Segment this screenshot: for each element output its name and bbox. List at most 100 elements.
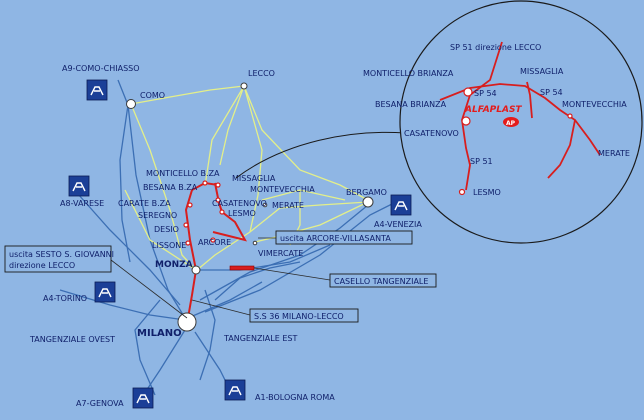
- label-carate: CARATE B.ZA: [118, 199, 171, 208]
- label-bergamo: BERGAMO: [346, 188, 387, 197]
- inset-label-sp54-right: SP 54: [540, 88, 563, 97]
- label-monticello: MONTICELLO B.ZA: [146, 169, 220, 178]
- road-como-monza: [130, 103, 197, 271]
- label-a7: A7-GENOVA: [76, 399, 124, 408]
- city-marker-icon: [240, 82, 248, 90]
- route-ss36-south: [187, 269, 197, 319]
- city-marker-icon: [215, 182, 221, 188]
- highway-shield-icon: [224, 379, 246, 401]
- city-marker-icon: [461, 116, 471, 126]
- callout-casello: [329, 273, 437, 288]
- casello-marker: [229, 265, 255, 271]
- brand-badge: AP: [506, 120, 516, 127]
- road-west-branch: [119, 104, 131, 263]
- inset-label-sp51: SP 51: [470, 157, 493, 166]
- inset-road-sp54-south: [547, 119, 576, 179]
- inset-label-lesmo: LESMO: [473, 188, 501, 197]
- label-desio: DESIO: [154, 225, 179, 234]
- highway-shield-icon: [94, 281, 116, 303]
- highway-network: [59, 79, 401, 401]
- road-bergamo-monza: [196, 201, 369, 271]
- city-marker-icon: [177, 312, 197, 332]
- callout-ss36-text: S.S 36 MILANO-LECCO: [254, 312, 344, 321]
- inset-label-casatenovo: CASATENOVO: [404, 129, 459, 138]
- road-a4-venezia-2: [199, 204, 369, 301]
- inset-road-link: [526, 81, 533, 119]
- road-tangenziale-ovest: [134, 299, 161, 396]
- city-marker-icon: [191, 265, 201, 275]
- callout-arcore-exit: [275, 230, 413, 245]
- label-missaglia: MISSAGLIA: [232, 174, 276, 183]
- label-lecco: LECCO: [248, 69, 275, 78]
- brand-name: ALFAPLAST: [464, 105, 522, 115]
- label-como: COMO: [140, 91, 165, 100]
- road-milano-ne: [187, 281, 263, 319]
- city-marker-icon: [187, 202, 193, 208]
- road-a4-torino: [59, 289, 186, 321]
- city-marker-icon: [126, 99, 136, 109]
- inset-label-besana: BESANA BRIANZA: [375, 100, 447, 109]
- callout-sesto-line1: uscita SESTO S. GIOVANNI: [9, 250, 114, 259]
- label-besana: BESANA B.ZA: [143, 183, 198, 192]
- inset-label-monticello: MONTICELLO BRIANZA: [363, 69, 454, 78]
- highway-shield-icon: [132, 387, 154, 409]
- label-a4-torino: A4-TORINO: [43, 294, 87, 303]
- road-seregno-lecco: [204, 85, 245, 187]
- callout-sesto-line2: direzione LECCO: [9, 261, 75, 270]
- callout-arcore-exit-text: uscita ARCORE-VILLASANTA: [280, 234, 391, 243]
- city-marker-icon: [567, 113, 573, 119]
- callout-ss36: [249, 308, 359, 323]
- highway-shields: [68, 79, 412, 409]
- brand-badge-icon: [503, 117, 519, 127]
- inset-label-missaglia: MISSAGLIA: [520, 67, 564, 76]
- road-lecco-sud: [219, 85, 245, 166]
- provincial-roads: [124, 85, 369, 271]
- inset-label-sp54-left: SP 54: [474, 89, 497, 98]
- road-lecco-sud-2: [243, 85, 263, 233]
- city-marker-icon: [210, 237, 216, 243]
- road-lecco-bergamo: [243, 85, 369, 201]
- road-bergamo-vimercate: [254, 201, 369, 243]
- inset-label-merate: MERATE: [598, 149, 630, 158]
- city-marker-icon: [262, 202, 268, 208]
- road-a4-venezia: [204, 199, 401, 313]
- inset-label-sp51-lecco: SP 51 direzione LECCO: [450, 43, 541, 52]
- road-como-lecco: [130, 85, 245, 105]
- label-arcore: ARCORE: [198, 238, 231, 247]
- label-casatenovo: CASATENOVO: [212, 199, 267, 208]
- callouts: uscita SESTO S. GIOVANNI direzione LECCO…: [4, 230, 437, 323]
- label-a1: A1-BOLOGNA ROMA: [255, 393, 335, 402]
- label-montevecchia: MONTEVECCHIA: [250, 185, 315, 194]
- brand-logo: ALFAPLAST AP: [464, 105, 522, 127]
- label-tangenziale-est: TANGENZIALE EST: [223, 334, 297, 343]
- label-a8: A8-VARESE: [60, 199, 104, 208]
- inset-road-sp54: [439, 83, 601, 156]
- road-monza-east: [197, 244, 331, 271]
- inset-circle: [399, 0, 643, 244]
- label-seregno: SEREGNO: [138, 211, 177, 220]
- road-a8: [69, 184, 181, 306]
- label-milano: MILANO: [137, 328, 182, 339]
- city-marker-icon: [215, 197, 221, 203]
- label-a9: A9-COMO-CHIASSO: [62, 64, 140, 73]
- label-lissone: LISSONE: [152, 241, 186, 250]
- label-tangenziale-ovest: TANGENZIALE OVEST: [29, 335, 115, 344]
- highway-labels: A9-COMO-CHIASSO A8-VARESE A4-VENEZIA A4-…: [29, 64, 422, 408]
- label-monza: MONZA: [155, 260, 193, 270]
- city-marker-icon: [183, 222, 189, 228]
- city-marker-icon: [185, 240, 191, 246]
- inset-label-montevecchia: MONTEVECCHIA: [562, 100, 627, 109]
- label-lesmo: LESMO: [228, 209, 256, 218]
- road-east-link: [214, 261, 301, 301]
- road-west-monza: [124, 189, 197, 271]
- callout-sesto: [4, 245, 112, 273]
- city-labels: LECCO COMO BERGAMO MONTICELLO B.ZA MISSA…: [118, 69, 387, 339]
- highway-shield-icon: [68, 175, 90, 197]
- label-vimercate: VIMERCATE: [258, 249, 303, 258]
- highway-shield-icon: [390, 194, 412, 216]
- red-town-markers: [183, 180, 225, 246]
- city-marker-icon: [252, 240, 258, 246]
- city-marker-icon: [219, 209, 225, 215]
